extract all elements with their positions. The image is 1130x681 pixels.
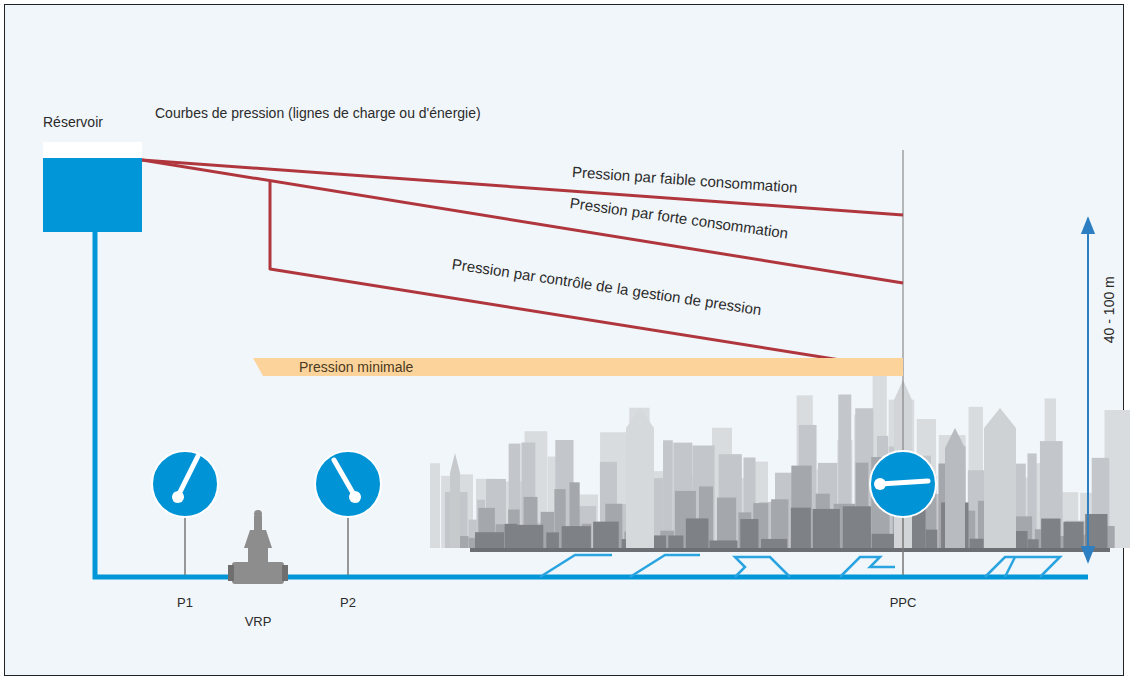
building [593,522,619,548]
water-body [43,158,142,232]
building [761,539,787,548]
building [686,518,709,548]
building [1041,519,1060,548]
building [709,540,737,548]
building [430,463,440,548]
high-consumption-line [142,160,903,283]
building [546,532,559,548]
building [1063,522,1083,548]
building [970,539,984,548]
managed-pressure-line [270,181,903,370]
building [926,530,938,548]
building [813,509,840,548]
band-label: Pression minimale [253,358,903,376]
pressure-gauge [152,451,218,517]
reservoir-tank: Réservoir [43,112,142,232]
height-arrow [1087,218,1089,562]
reference-line [903,150,904,450]
water-surface [43,142,142,158]
reservoir-label: Réservoir [43,112,142,142]
gauge-stems [185,517,903,575]
tower [984,408,1016,548]
city-skyline [430,359,1130,552]
low-consumption-line [142,160,903,215]
building [460,536,469,548]
pressure-gauge [315,451,381,517]
building [872,534,896,548]
dimension-label: 40 - 100 m [1101,274,1116,347]
building [475,532,504,548]
building [505,524,517,548]
tower [626,408,654,548]
building [668,536,683,548]
pressure-reducing-valve [228,510,288,584]
tower [945,428,965,548]
building [843,506,871,548]
network-pipes [540,555,1060,577]
building [517,525,543,548]
building [791,508,811,548]
gauge-label: P2 [340,596,356,610]
building [1040,441,1063,548]
building [791,466,811,548]
pressure-gauge [870,451,936,517]
valve-label: VRP [245,615,272,629]
gauge-label: P1 [177,596,193,610]
pressure-lines [142,160,903,370]
tower [450,453,460,548]
minimum-pressure-band: Pression minimale [253,358,903,376]
building [717,498,736,548]
building [1028,539,1039,548]
building [562,526,591,548]
building [740,519,758,548]
chart-heading: Courbes de pression (lignes de charge ou… [155,106,481,121]
gauge-label: PPC [890,596,917,610]
ground [470,548,1110,552]
pipe [95,232,1088,577]
